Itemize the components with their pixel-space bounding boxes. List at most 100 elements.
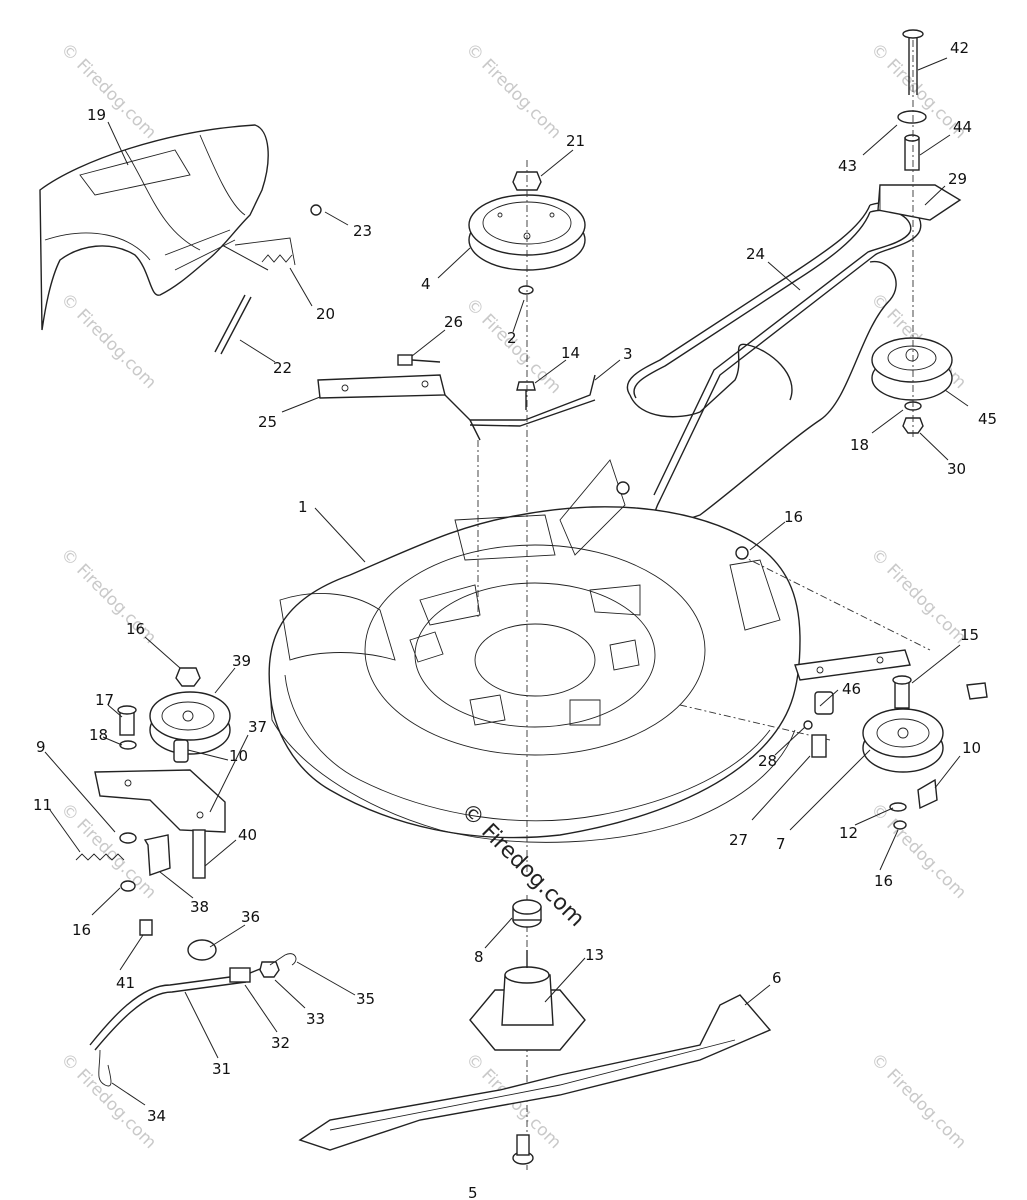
callout-16-right: 16 (874, 872, 893, 890)
discharge-chute (39, 124, 269, 331)
callout-28: 28 (758, 752, 777, 770)
callout-44: 44 (953, 118, 972, 136)
lift-pin (397, 354, 441, 366)
nut-right-lower (893, 820, 907, 830)
deck-nut (616, 481, 630, 495)
chute-rod (214, 294, 252, 355)
idler-spring (75, 853, 125, 861)
callout-11: 11 (33, 796, 52, 814)
callout-21: 21 (566, 132, 585, 150)
bearing (512, 899, 542, 928)
callout-34: 34 (147, 1107, 166, 1125)
rod-bracket (229, 967, 251, 983)
callout-22: 22 (273, 359, 292, 377)
callout-10-left: 10 (229, 747, 248, 765)
idler-pulley-right (862, 708, 944, 773)
callout-5: 5 (468, 1184, 478, 1200)
callout-36: 36 (241, 908, 260, 926)
callout-2: 2 (507, 329, 517, 347)
deck-lift-link (317, 374, 596, 441)
lift-bolt (516, 381, 536, 410)
callout-15: 15 (960, 626, 979, 644)
idler-bolt (902, 29, 924, 95)
idler-bracket-right (917, 778, 938, 810)
watermark: © Firedog.com (56, 39, 160, 143)
callout-45: 45 (978, 410, 997, 428)
blade-spindle (469, 950, 586, 1051)
callout-18-left: 18 (89, 726, 108, 744)
callout-41: 41 (116, 974, 135, 992)
callout-23: 23 (353, 222, 372, 240)
callout-33: 33 (306, 1010, 325, 1028)
fitting-nut (803, 720, 813, 730)
callout-35: 35 (356, 990, 375, 1008)
washer-right (889, 802, 907, 812)
deck-stabilizer-bracket (794, 649, 911, 681)
rod-nut (259, 961, 280, 978)
callout-42: 42 (950, 39, 969, 57)
watermark: © Firedog.com (461, 39, 565, 143)
mower-deck (268, 459, 801, 843)
callout-6: 6 (772, 969, 782, 987)
mower-blade (298, 994, 772, 1151)
left-nut-lower (120, 880, 136, 892)
arm-nut (119, 832, 137, 844)
callout-40: 40 (238, 826, 257, 844)
callout-20: 20 (316, 305, 335, 323)
callout-8: 8 (474, 948, 484, 966)
left-washer (119, 740, 137, 750)
rod-washer (187, 939, 217, 961)
idler-bracket (877, 184, 962, 221)
idler-arm (94, 769, 226, 833)
callout-39: 39 (232, 652, 251, 670)
callout-25: 25 (258, 413, 277, 431)
left-pulley-bolt (117, 705, 137, 736)
blade-bolt (512, 1134, 534, 1165)
watermark: © Firedog.com (56, 289, 160, 393)
callout-7: 7 (776, 835, 786, 853)
callout-43: 43 (838, 157, 857, 175)
bracket-nut-right (735, 546, 749, 560)
callout-29: 29 (948, 170, 967, 188)
watermark: © Firedog.com (866, 544, 970, 648)
callout-32: 32 (271, 1034, 290, 1052)
callout-12: 12 (839, 824, 858, 842)
callout-19: 19 (87, 106, 106, 124)
callout-13: 13 (585, 946, 604, 964)
arm-screw (139, 919, 153, 936)
chute-spring (221, 237, 296, 271)
callout-16: 16 (784, 508, 803, 526)
callout-16-left-top: 16 (126, 620, 145, 638)
callout-labels: 19 21 4 2 23 20 22 26 14 3 25 24 42 43 4… (33, 39, 997, 1200)
callout-1: 1 (298, 498, 308, 516)
callout-46: 46 (842, 680, 861, 698)
idler-spacer (904, 134, 920, 171)
pulley-washer (518, 285, 534, 295)
callout-9: 9 (36, 738, 46, 756)
rod-clip (269, 953, 297, 966)
leader-lines (44, 57, 969, 1106)
callout-3: 3 (623, 345, 633, 363)
left-spacer (173, 739, 189, 763)
callout-31: 31 (212, 1060, 231, 1078)
callout-4: 4 (421, 275, 431, 293)
deck-fitting (811, 734, 827, 758)
idler-washer (897, 110, 927, 124)
deck-height-rod (89, 964, 271, 1051)
callout-30: 30 (947, 460, 966, 478)
watermark: © Firedog.com (56, 1049, 160, 1153)
watermark: © Firedog.com (56, 799, 160, 903)
idler-pulley (871, 337, 953, 401)
callout-37: 37 (248, 718, 267, 736)
arm-bracket (143, 834, 171, 876)
idler-pulley-left (149, 691, 231, 755)
callout-27: 27 (729, 831, 748, 849)
callout-14: 14 (561, 344, 580, 362)
left-pulley-nut (175, 667, 201, 687)
rod-hairpin (98, 1049, 112, 1087)
callout-18: 18 (850, 436, 869, 454)
callout-38: 38 (190, 898, 209, 916)
callout-26: 26 (444, 313, 463, 331)
callout-10-right: 10 (962, 739, 981, 757)
